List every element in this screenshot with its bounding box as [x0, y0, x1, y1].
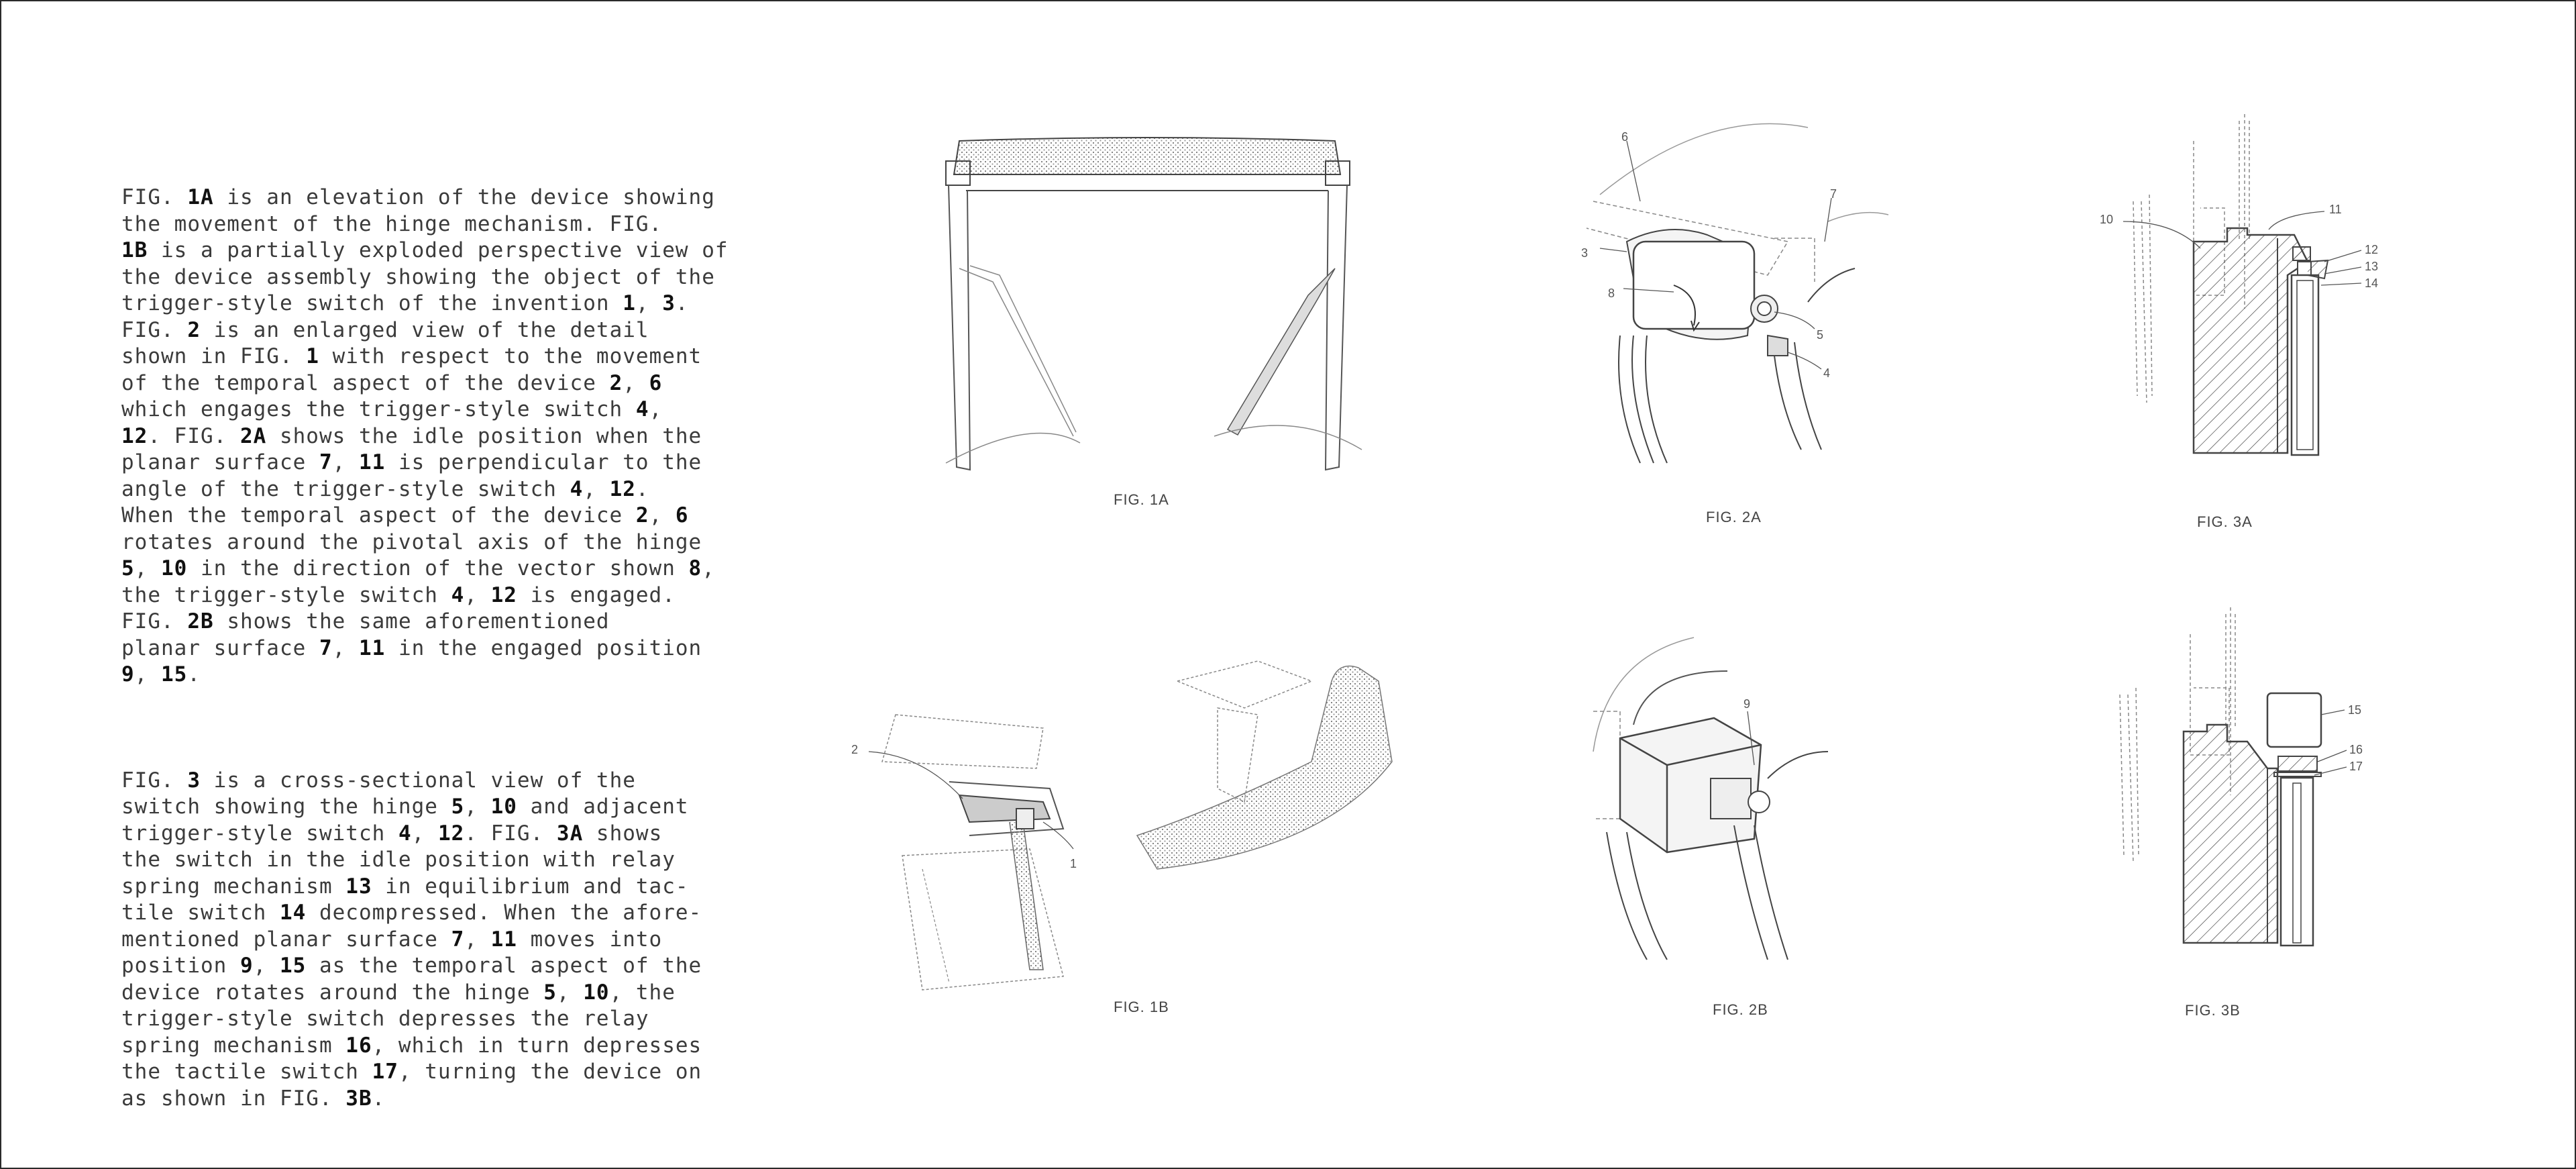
figure-1a-drawing	[945, 137, 1362, 471]
figure-2a-label-4: 4	[1823, 366, 1830, 380]
figure-reference: 3B	[345, 1086, 372, 1111]
figure-3b-caption: FIG. 3B	[2185, 1002, 2241, 1019]
figure-reference: 12	[121, 423, 148, 448]
figure-2b: 9 FIG. 2B	[1580, 631, 1915, 1018]
figure-1b: 2 1 FIG. 1B	[842, 654, 1399, 1017]
figure-reference: 10	[161, 556, 188, 580]
figure-2a-label-7: 7	[1830, 187, 1837, 201]
figure-reference: 9	[121, 662, 135, 687]
figure-3b-label-15: 15	[2348, 703, 2361, 717]
figure-3a-label-10: 10	[2100, 213, 2113, 226]
figure-3a-caption: FIG. 3A	[2197, 513, 2253, 530]
figure-2a-label-6: 6	[1621, 130, 1628, 144]
figure-reference: 11	[358, 450, 386, 474]
figure-reference: 1	[306, 344, 319, 368]
figure-reference: 2	[609, 370, 623, 395]
figure-3b: 15 16 17 FIG. 3B	[2093, 607, 2388, 1023]
figure-reference: 4	[451, 582, 465, 607]
figure-3b-label-16: 16	[2349, 743, 2363, 756]
figure-reference: 10	[490, 795, 517, 819]
figure-3b-drawing: 15 16 17	[2119, 607, 2363, 947]
figure-reference: 12	[437, 821, 465, 846]
figure-reference: 13	[345, 874, 372, 899]
figure-reference: 4	[570, 476, 584, 501]
figure-3a-label-11: 11	[2329, 203, 2342, 216]
figure-2b-caption: FIG. 2B	[1713, 1001, 1768, 1018]
figure-2a-label-8: 8	[1608, 287, 1615, 300]
figure-descriptions: FIG. 1A is an elevation of the device sh…	[121, 132, 739, 1165]
figure-reference: 3	[662, 291, 676, 315]
figure-reference: 5	[543, 980, 557, 1005]
figure-reference: 5	[451, 795, 465, 819]
figure-reference: 12	[490, 582, 517, 607]
figure-reference: 7	[319, 636, 333, 660]
figure-reference: 5	[121, 556, 135, 580]
figure-2a-label-5: 5	[1817, 328, 1823, 342]
figure-reference: 2	[635, 503, 649, 527]
figure-2b-drawing: 9	[1593, 637, 1829, 960]
figure-reference: 17	[372, 1060, 398, 1084]
figure-reference: 6	[649, 370, 663, 395]
figure-reference: 14	[279, 901, 307, 925]
figure-reference: 11	[490, 927, 517, 952]
figure-reference: 2B	[187, 609, 214, 633]
figure-reference: 15	[161, 662, 188, 687]
description-paragraph-2: FIG. 3 is a cross-sectional view of the …	[121, 768, 702, 1111]
figure-3a-label-14: 14	[2365, 276, 2378, 290]
figure-2a: 6 7 3 8 5 4 FIG. 2A	[1573, 114, 1909, 525]
figure-1a: FIG. 1A	[932, 128, 1368, 508]
figure-reference: 7	[451, 927, 465, 952]
description-paragraph-1: FIG. 1A is an elevation of the device sh…	[121, 185, 729, 687]
figure-3a-drawing: 10 11 12 13 14	[2100, 114, 2378, 456]
figure-2a-label-3: 3	[1581, 246, 1588, 260]
figure-2a-drawing: 6 7 3 8 5 4	[1581, 123, 1889, 464]
figure-3b-label-17: 17	[2349, 760, 2363, 773]
figure-3a: 10 11 12 13 14 FIG. 3A	[2093, 114, 2388, 530]
figure-reference: 10	[583, 980, 610, 1005]
figure-2a-caption: FIG. 2A	[1706, 509, 1762, 525]
figure-reference: 12	[609, 476, 636, 501]
figure-reference: 15	[279, 954, 307, 978]
figure-reference: 2	[187, 317, 201, 342]
figure-3a-label-13: 13	[2365, 260, 2378, 273]
figure-2b-label-9: 9	[1743, 697, 1750, 711]
figure-reference: 16	[345, 1033, 372, 1058]
figure-1a-caption: FIG. 1A	[1114, 491, 1169, 508]
figure-reference: 1A	[187, 185, 214, 209]
figure-reference: 11	[358, 636, 386, 660]
figure-reference: 3A	[556, 821, 584, 846]
figure-3a-label-12: 12	[2365, 243, 2378, 256]
figure-reference: 9	[239, 954, 254, 978]
figure-reference: 2A	[239, 423, 267, 448]
figure-reference: 1B	[121, 238, 148, 262]
figure-reference: 6	[675, 503, 689, 527]
figure-1b-drawing: 2 1	[851, 660, 1393, 990]
figure-reference: 8	[688, 556, 702, 580]
figure-1b-caption: FIG. 1B	[1114, 999, 1169, 1015]
figure-1b-label-1: 1	[1070, 857, 1077, 870]
figure-reference: 4	[398, 821, 412, 846]
figure-1b-label-2: 2	[851, 743, 858, 756]
figure-reference: 1	[623, 291, 636, 315]
figure-reference: 4	[635, 397, 649, 421]
figure-reference: 7	[319, 450, 333, 474]
figure-reference: 3	[187, 768, 201, 793]
